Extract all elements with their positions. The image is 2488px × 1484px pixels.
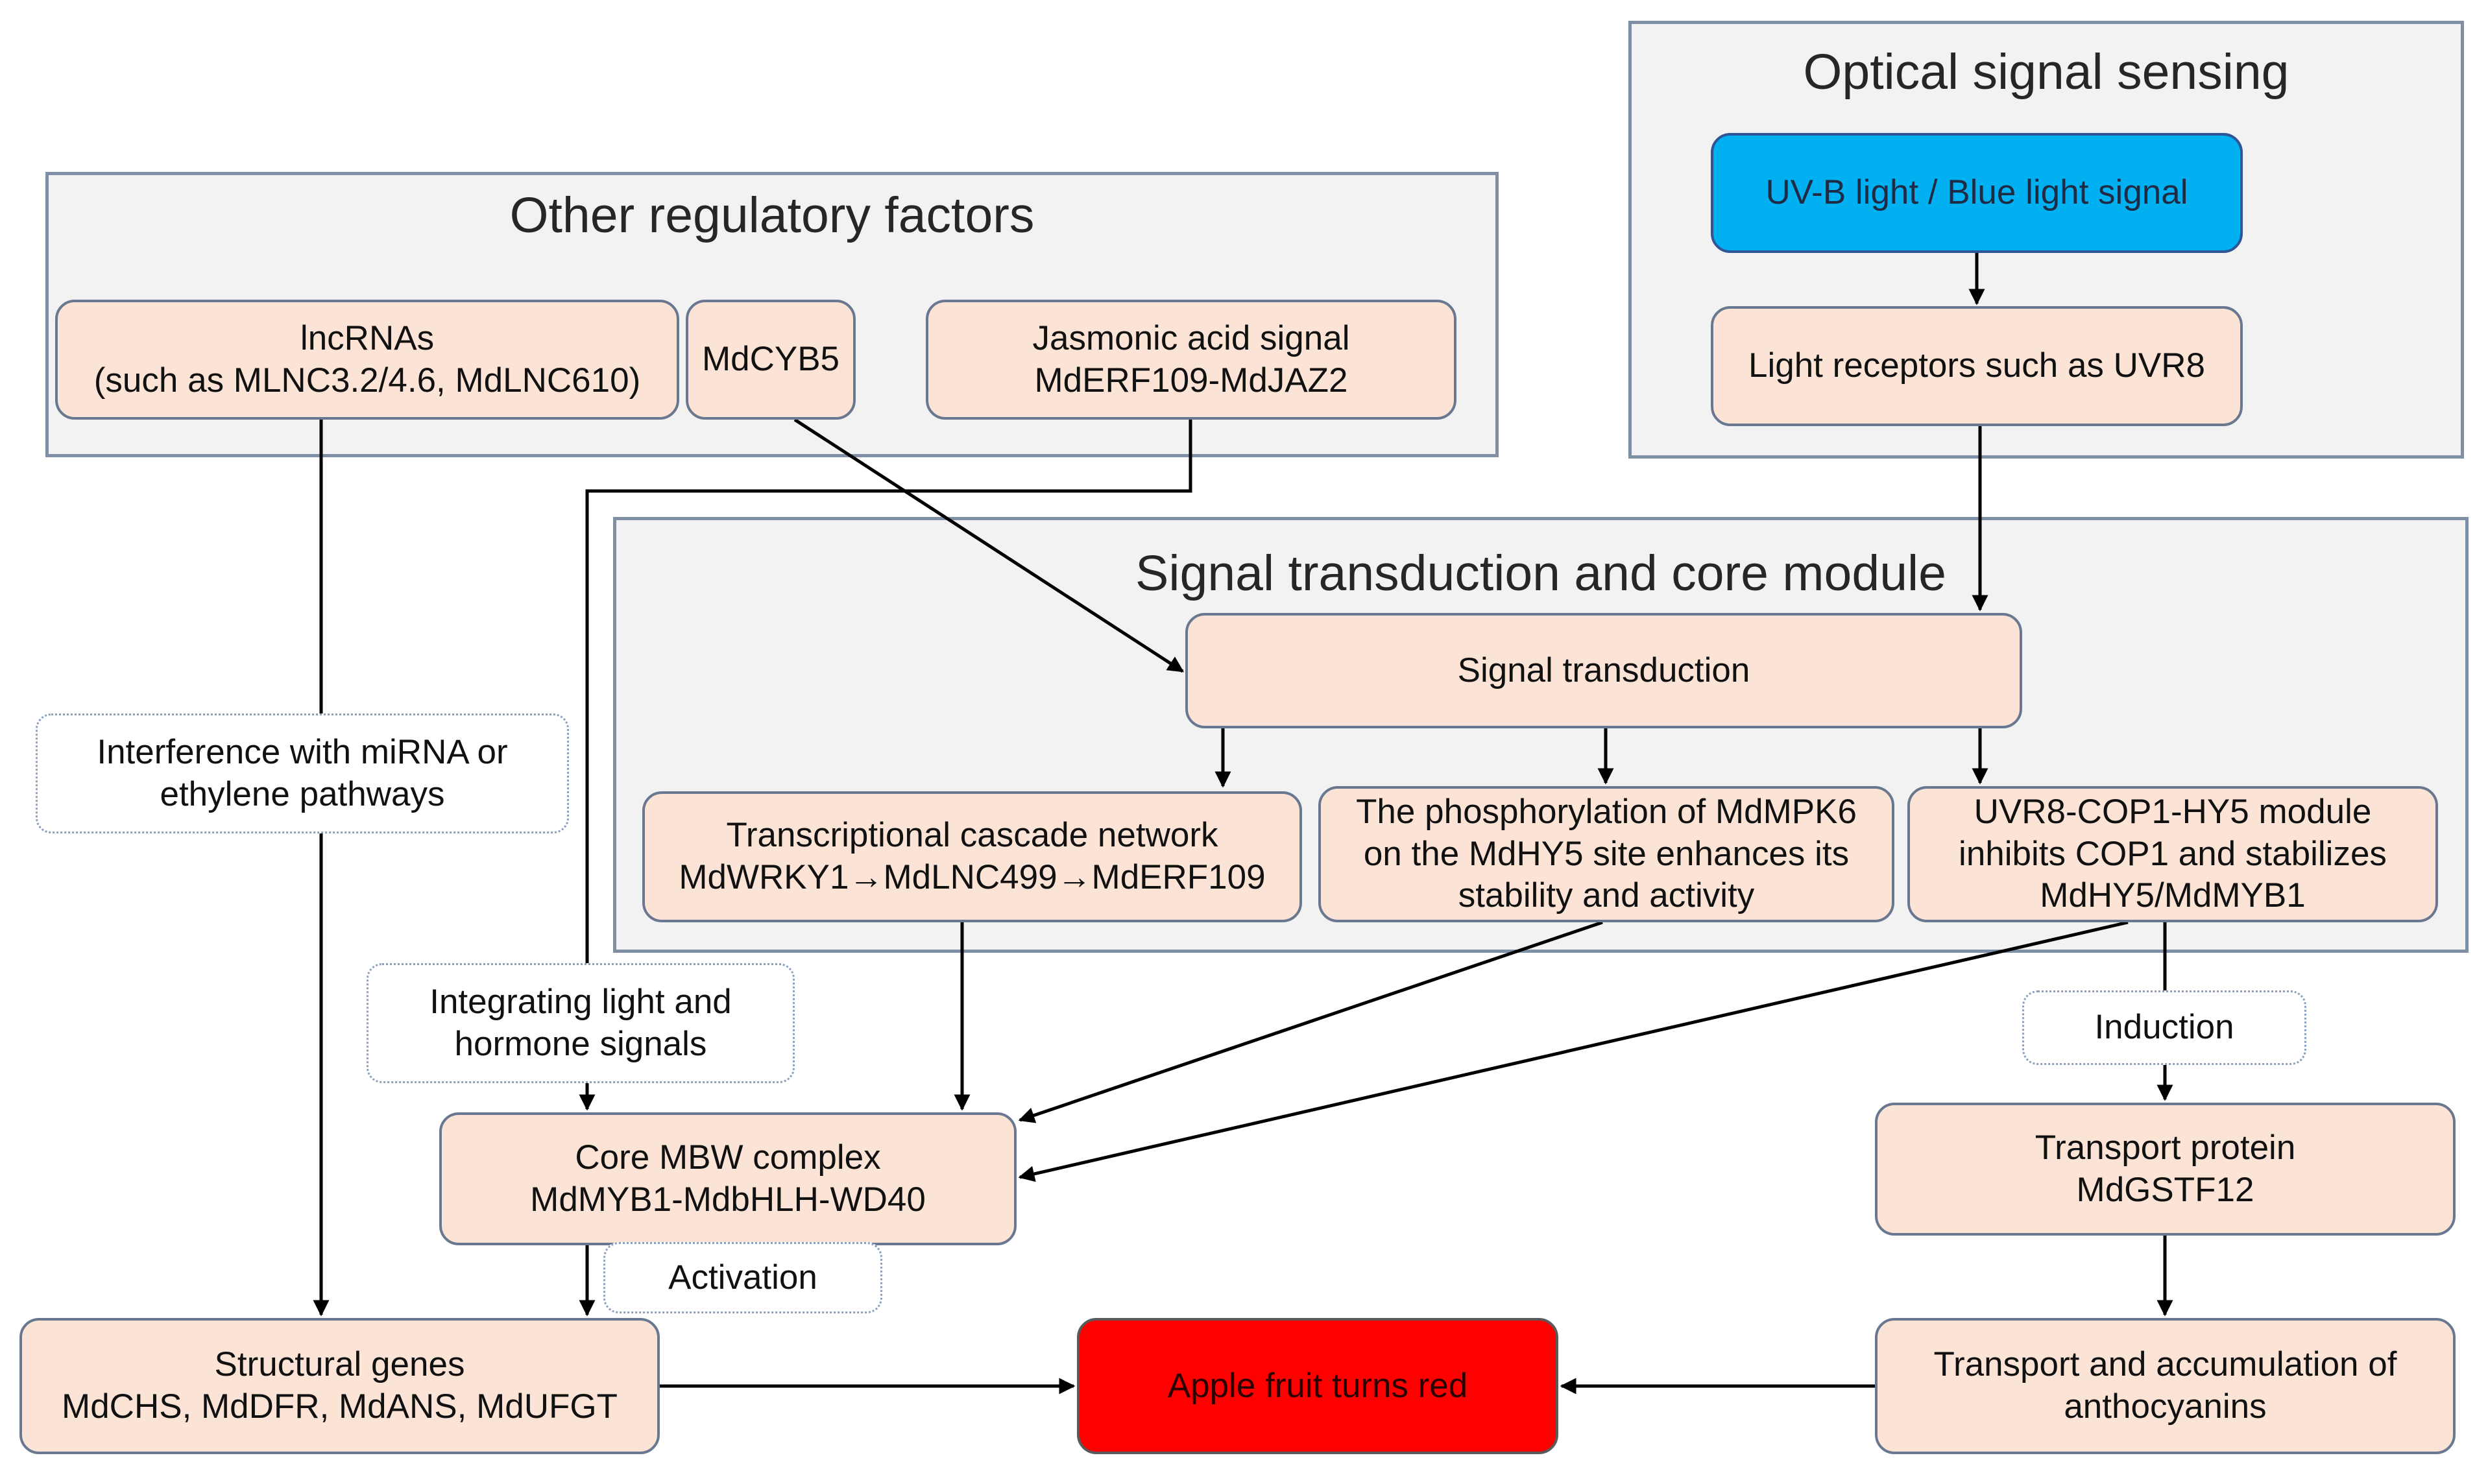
node-transport-protein-text: Transport protein MdGSTF12 xyxy=(2035,1128,2296,1209)
node-uvr8-cop1-hy5-module: UVR8-COP1-HY5 module inhibits COP1 and s… xyxy=(1907,786,2438,922)
node-mdmpk6-phosphorylation-text: The phosphorylation of MdMPK6 on the MdH… xyxy=(1356,793,1857,915)
node-jasmonic-acid: Jasmonic acid signal MdERF109-MdJAZ2 xyxy=(926,300,1456,420)
arrow-phosphorylation-to-mbw xyxy=(1018,920,1603,1123)
node-apple-fruit-turns-red-text: Apple fruit turns red xyxy=(1167,1366,1468,1405)
edge-label-integrating-text: Integrating light and hormone signals xyxy=(429,982,732,1063)
node-anthocyanin-accumulation: Transport and accumulation of anthocyani… xyxy=(1875,1318,2456,1454)
edge-label-interference-text: Interference with miRNA or ethylene path… xyxy=(97,732,508,813)
node-apple-fruit-turns-red: Apple fruit turns red xyxy=(1077,1318,1558,1454)
arrow-jasmonic-to-mbw xyxy=(579,420,1192,1111)
node-jasmonic-acid-text: Jasmonic acid signal MdERF109-MdJAZ2 xyxy=(1032,318,1350,400)
edge-label-activation: Activation xyxy=(603,1242,882,1313)
node-uvb-blue-light-signal: UV-B light / Blue light signal xyxy=(1711,133,2243,253)
edge-label-integrating: Integrating light and hormone signals xyxy=(367,963,795,1083)
node-signal-transduction: Signal transduction xyxy=(1185,613,2022,728)
edge-label-induction-text: Induction xyxy=(2094,1008,2234,1047)
edge-label-activation-text: Activation xyxy=(668,1258,817,1297)
node-signal-transduction-text: Signal transduction xyxy=(1457,651,1750,689)
group-title-optical: Optical signal sensing xyxy=(1803,44,2289,100)
node-structural-genes: Structural genes MdCHS, MdDFR, MdANS, Md… xyxy=(19,1318,660,1454)
edge-label-induction: Induction xyxy=(2022,990,2306,1065)
node-lncrnas-text: lncRNAs (such as MLNC3.2/4.6, MdLNC610) xyxy=(93,318,641,400)
node-core-mbw-complex: Core MBW complex MdMYB1-MdbHLH-WD40 xyxy=(439,1112,1017,1245)
node-uvb-text: UV-B light / Blue light signal xyxy=(1765,173,2188,212)
node-core-mbw-complex-text: Core MBW complex MdMYB1-MdbHLH-WD40 xyxy=(530,1138,926,1219)
node-mdcyb5-text: MdCYB5 xyxy=(701,340,840,379)
node-transcriptional-cascade-text: Transcriptional cascade network MdWRKY1→… xyxy=(679,816,1266,896)
node-mdmpk6-phosphorylation: The phosphorylation of MdMPK6 on the MdH… xyxy=(1318,786,1894,922)
arrow-uvr8-module-to-mbw xyxy=(1018,920,2129,1182)
node-transport-protein-mdgstf12: Transport protein MdGSTF12 xyxy=(1875,1103,2456,1236)
node-structural-genes-text: Structural genes MdCHS, MdDFR, MdANS, Md… xyxy=(62,1345,618,1426)
group-title-signal: Signal transduction and core module xyxy=(1135,545,1946,601)
node-anthocyanin-accumulation-text: Transport and accumulation of anthocyani… xyxy=(1933,1345,2397,1426)
group-title-other: Other regulatory factors xyxy=(509,187,1035,243)
edge-label-interference: Interference with miRNA or ethylene path… xyxy=(36,713,569,833)
node-light-receptors: Light receptors such as UVR8 xyxy=(1711,306,2243,426)
node-transcriptional-cascade: Transcriptional cascade network MdWRKY1→… xyxy=(642,791,1302,922)
node-uvr8-cop1-hy5-module-text: UVR8-COP1-HY5 module inhibits COP1 and s… xyxy=(1959,793,2387,915)
node-mdcyb5: MdCYB5 xyxy=(686,300,856,420)
arrow-mdcyb5-to-signal-transduction xyxy=(793,418,1185,673)
node-light-receptors-text: Light receptors such as UVR8 xyxy=(1748,346,2206,385)
node-lncrnas: lncRNAs (such as MLNC3.2/4.6, MdLNC610) xyxy=(55,300,679,420)
